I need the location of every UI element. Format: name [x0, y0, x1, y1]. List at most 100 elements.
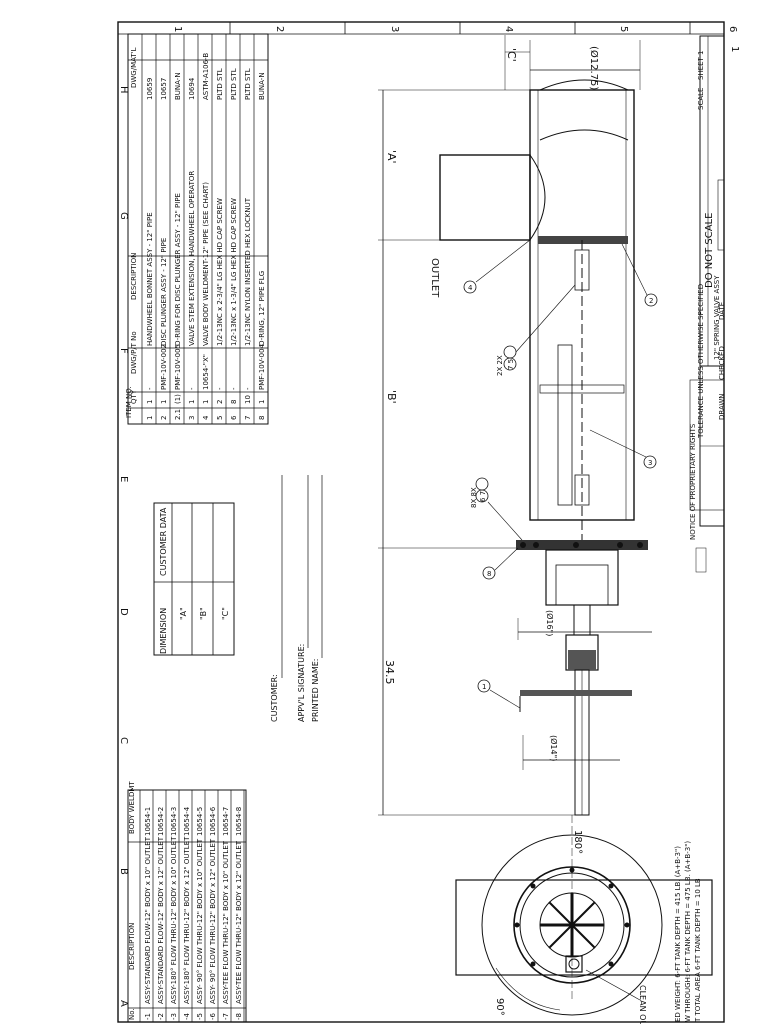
do-not-scale: DO NOT SCALE	[704, 213, 715, 288]
valve-assembly-drawing: 'A' 'B' 'C' (Ø12.75) (Ø16") (Ø14") 34.5 …	[378, 35, 658, 816]
body-row-description: ASSY- 90° FLOW THRU-12" BODY x 12" OUTLE…	[209, 838, 217, 1004]
parts-row-description: O-RING FOR DISC PLUNGER ASSY - 12" PIPE	[174, 193, 182, 346]
diameter-16: (Ø16")	[545, 610, 555, 636]
customer-table-dim-b: "B"	[199, 607, 208, 620]
body-header-no: No.	[128, 1008, 136, 1020]
parts-row-material: PLTD STL	[230, 68, 238, 100]
outlet-branch	[439, 154, 531, 241]
zone-number-1: 1	[172, 26, 183, 32]
parts-row-material: PLTD STL	[216, 68, 224, 100]
zone-letter-c: C	[118, 737, 129, 744]
parts-row-description: 1/2-13NC x 2-3/4" LG HEX HD CAP SCREW	[216, 198, 224, 346]
body-header-desc: DESCRIPTION	[128, 923, 136, 970]
parts-row-description: VALVE BODY WELDMENT-12" PIPE (SEE CHART)	[202, 182, 210, 346]
printed-name-label: PRINTED NAME:	[311, 659, 320, 722]
parts-row-dwg: -	[244, 387, 252, 390]
body-row-description: ASSY-STANDARD FLOW-12" BODY x 12" OUTLET	[157, 836, 165, 1004]
svg-text:6 7: 6 7	[479, 491, 487, 502]
title-block-title: 12" SPRING VALVE ASSY	[713, 275, 721, 360]
balloon-1: 1	[477, 679, 521, 709]
parts-row-dwg: PMF-10V-004	[258, 343, 266, 390]
body-row-weldment: 10654-2	[157, 807, 165, 836]
svg-text:8X 8X: 8X 8X	[470, 487, 478, 508]
zone-number-5: 5	[618, 26, 629, 32]
parts-row-item: 2	[160, 416, 168, 420]
parts-row-item: 1	[146, 416, 154, 420]
tolerance-note: TOLERANCE UNLESS OTHERWISE SPECIFIED	[697, 284, 705, 439]
body-row-description: ASSY- 90° FLOW THRU-12" BODY x 10" OUTLE…	[196, 838, 204, 1004]
parts-row-description: 1/2-13NC NYLON INSERTED HEX LOCKNUT	[244, 197, 252, 346]
parts-row-dwg: 10654-"X"	[202, 354, 210, 390]
dimension-a: 'A'	[385, 150, 398, 164]
parts-row-item: 3	[188, 416, 196, 420]
zone-letter-b: B	[118, 868, 129, 875]
svg-text:2X 2X: 2X 2X	[496, 355, 504, 376]
bonnet	[545, 549, 619, 606]
parts-row-dwg: -	[146, 387, 154, 390]
dimension-c: 'C'	[505, 48, 518, 62]
body-row-description: ASSY-STANDARD FLOW-12" BODY x 10" OUTLET	[144, 836, 152, 1004]
parts-header-qty: QTY	[130, 389, 138, 404]
parts-row-qty: 2	[216, 400, 224, 404]
body-row-number: -4	[183, 1012, 191, 1020]
parts-row-description: 1/2-13NC x 1-3/4" LG HEX HD CAP SCREW	[230, 198, 238, 346]
body-row-description: ASSY-180° FLOW THRU-12" BODY x 12" OUTLE…	[183, 836, 191, 1004]
body-row-weldment: 10654-3	[170, 807, 178, 836]
zone-letter-g: G	[118, 212, 129, 220]
dimension-lines	[378, 35, 652, 816]
zone-letter-f: F	[118, 348, 129, 354]
balloon-7-5: 2X 2X 7 5	[496, 284, 576, 376]
weight-notes: ED WEIGHT: 6-FT TANK DEPTH = 415 LB. (A+…	[674, 841, 702, 1023]
zone-number-4: 4	[503, 26, 514, 32]
bonnet-flange	[516, 540, 648, 550]
zone-letter-d: D	[118, 608, 129, 616]
body-row-number: -8	[235, 1013, 243, 1020]
svg-text:2: 2	[649, 297, 653, 305]
sheet-label: SHEET 1	[697, 50, 705, 80]
body-row-number: -5	[196, 1013, 204, 1020]
body-row-weldment: 10654-7	[222, 807, 230, 836]
svg-text:7 5: 7 5	[507, 359, 515, 370]
flange-bolts	[520, 542, 643, 548]
body-row-weldment: 10654-5	[196, 807, 204, 836]
body-row-number: -2	[157, 1013, 165, 1020]
zone-number-3: 3	[389, 26, 400, 32]
balloon-6-7: 8X 8X 6 7	[470, 477, 523, 541]
parts-row-material: BUNA-N	[258, 72, 266, 100]
parts-row-qty: 1	[258, 400, 266, 404]
parts-row-material: BUNA-N	[174, 72, 182, 100]
zone-letter-a: A	[118, 1000, 129, 1007]
balloon-4: 4	[463, 239, 531, 294]
zone-letter-h: H	[118, 86, 129, 94]
body-row-weldment: 10654-6	[209, 806, 217, 836]
parts-list-table: ITEM NO. QTY DWG/P/T No DESCRIPTION DWG/…	[125, 33, 269, 425]
parts-row-dwg: PMF-10V-002	[160, 344, 168, 390]
diameter-12-75: (Ø12.75)	[588, 46, 600, 90]
body-row-number: -6	[209, 1012, 217, 1020]
weight-note-2: W THROUGH: 6-FT TANK DEPTH = 475 LB. (A+…	[684, 841, 692, 1022]
customer-data-table: DIMENSION CUSTOMER DATA "A" "B" "C"	[153, 502, 235, 656]
parts-row-item: 2.1	[174, 409, 182, 420]
parts-row-dwg: PMF-10V-005	[174, 344, 182, 390]
parts-row-item: 8	[258, 416, 266, 420]
date-label: DATE	[718, 302, 726, 320]
balloon-8: 8	[482, 547, 519, 580]
parts-row-material: PLTD STL	[244, 68, 252, 100]
parts-row-qty: 1	[146, 400, 154, 404]
proprietary-notice-title: NOTICE OF PROPRIETARY RIGHTS	[689, 423, 697, 540]
parts-row-item: 4	[202, 415, 210, 420]
parts-row-dwg: -	[230, 387, 238, 390]
body-row-description: ASSY-TEE FLOW THRU-12" BODY x 10" OUTLET	[222, 840, 230, 1004]
zone-ticks	[229, 22, 691, 34]
zone-number-6: 6	[727, 26, 738, 32]
parts-header-desc: DESCRIPTION	[130, 253, 138, 300]
body-weldment-table: No. DESCRIPTION BODY WELDMT -1ASSY-STAND…	[127, 781, 247, 1023]
svg-text:1: 1	[482, 683, 486, 691]
svg-text:3: 3	[648, 459, 652, 467]
title-block: 12" SPRING VALVE ASSY DO NOT SCALE TOLER…	[689, 35, 740, 573]
customer-table-header-data: CUSTOMER DATA	[159, 507, 168, 576]
zone-letters: H G F E D C B A	[118, 86, 129, 1007]
customer-table-dim-c: "C"	[221, 607, 230, 620]
outlet-label: OUTLET	[429, 258, 440, 298]
parts-row-description: DISC PLUNGER ASSY - 12" PIPE	[160, 238, 168, 346]
